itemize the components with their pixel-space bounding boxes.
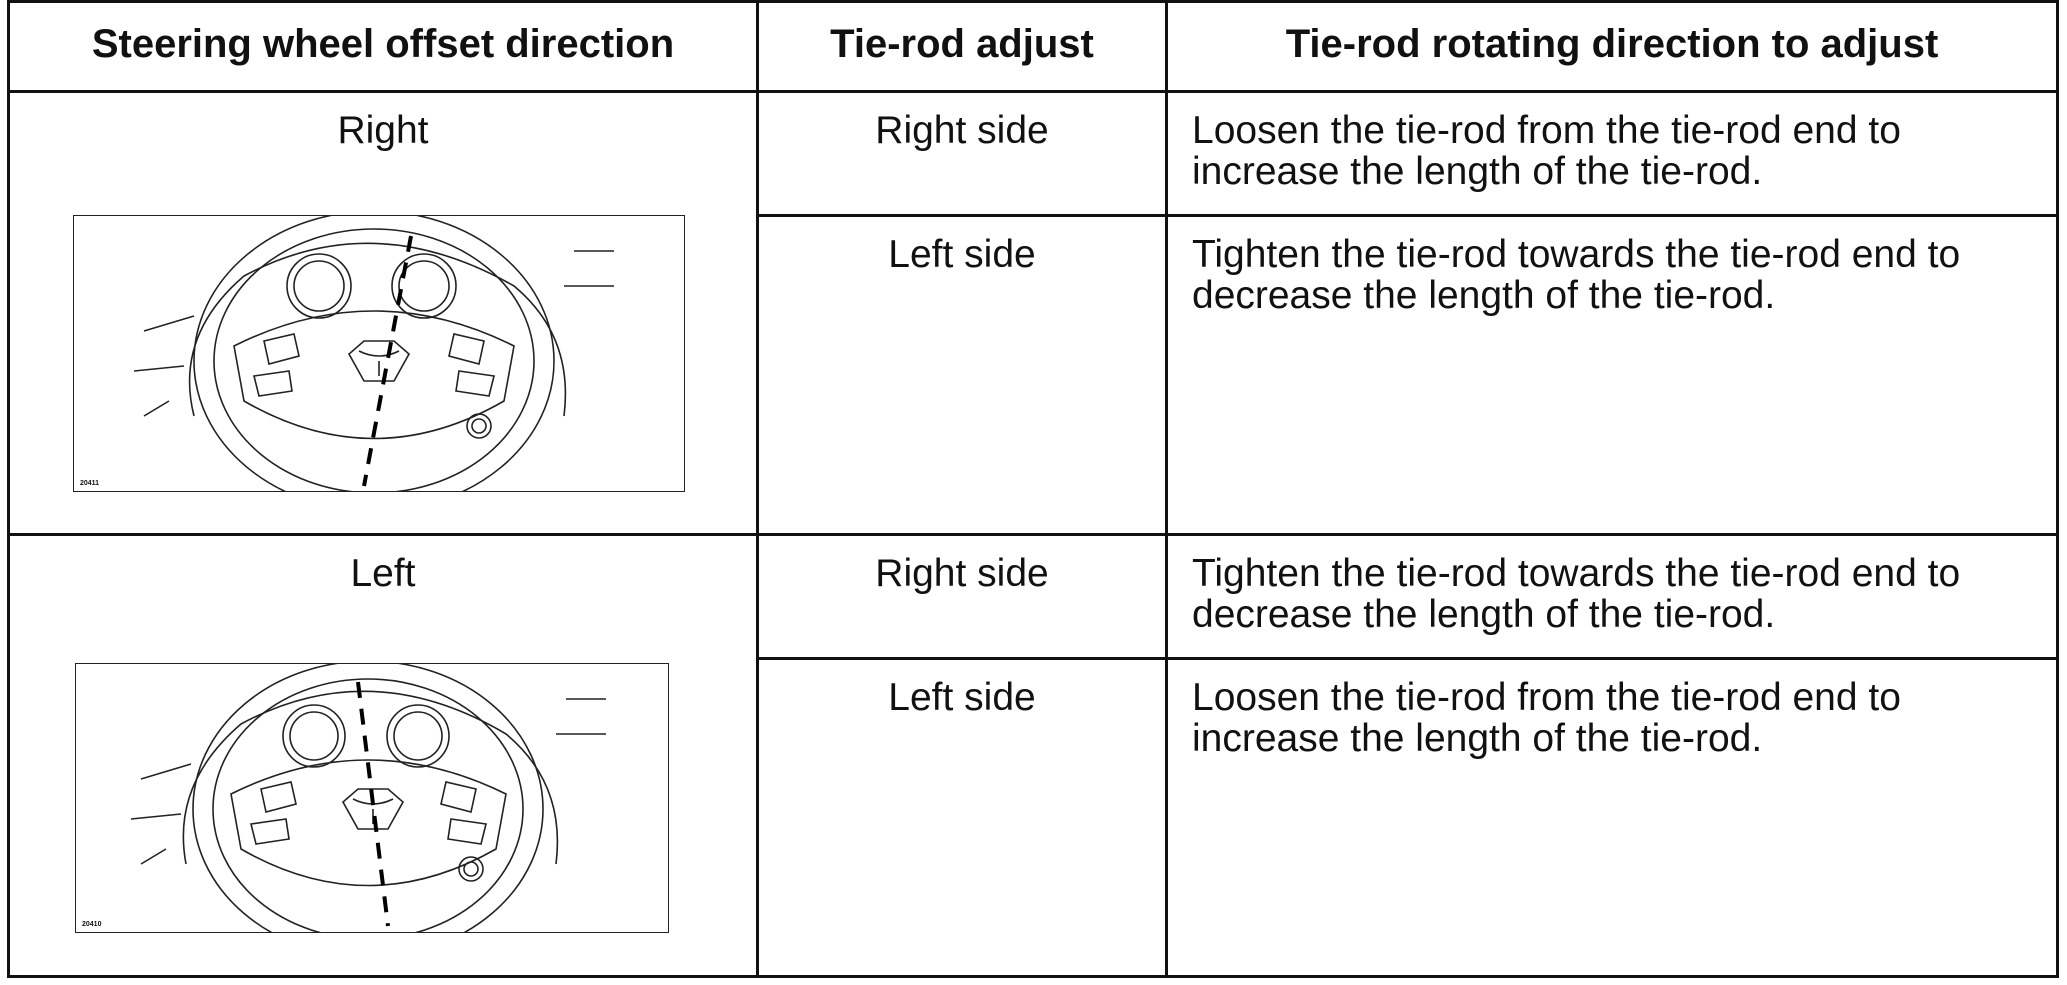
- rotating-direction-cell: Loosen the tie-rod from the tie-rod end …: [1192, 676, 1901, 760]
- offset-direction-label: Left: [350, 552, 416, 595]
- table-border-right: [2056, 0, 2059, 978]
- header-offset-direction: Steering wheel offset direction: [91, 22, 675, 66]
- row-divider: [756, 214, 2059, 217]
- tie-rod-adjust-cell: Left side: [888, 233, 1036, 276]
- row-divider: [756, 657, 2059, 660]
- tie-rod-adjust-cell: Right side: [875, 552, 1049, 595]
- steering-wheel-icon: [130, 664, 606, 932]
- figure-code: 20410: [82, 921, 102, 928]
- table-border-top: [7, 0, 2059, 3]
- offset-direction-label: Right: [337, 109, 429, 152]
- figure-code: 20411: [80, 480, 100, 487]
- header-rotating-direction: Tie-rod rotating direction to adjust: [1285, 22, 1939, 66]
- column-divider: [1165, 0, 1168, 978]
- rotating-direction-cell: Tighten the tie-rod towards the tie-rod …: [1192, 233, 1961, 317]
- steering-wheel-icon: [133, 216, 614, 491]
- steering-wheel-offset-left-illustration: 20410: [75, 663, 669, 933]
- group-divider: [7, 533, 2059, 536]
- header-divider: [7, 90, 2059, 93]
- rotating-direction-cell: Loosen the tie-rod from the tie-rod end …: [1192, 109, 1901, 193]
- tie-rod-adjust-cell: Right side: [875, 109, 1049, 152]
- table-border-bottom: [7, 975, 2059, 978]
- steering-wheel-offset-right-illustration: 20411: [73, 215, 685, 492]
- rotating-direction-cell: Tighten the tie-rod towards the tie-rod …: [1192, 552, 1961, 636]
- header-tie-rod-adjust: Tie-rod adjust: [830, 22, 1094, 66]
- tie-rod-adjustment-table: Steering wheel offset direction Tie-rod …: [7, 0, 2059, 978]
- table-border-left: [7, 0, 10, 978]
- column-divider: [756, 0, 759, 978]
- tie-rod-adjust-cell: Left side: [888, 676, 1036, 719]
